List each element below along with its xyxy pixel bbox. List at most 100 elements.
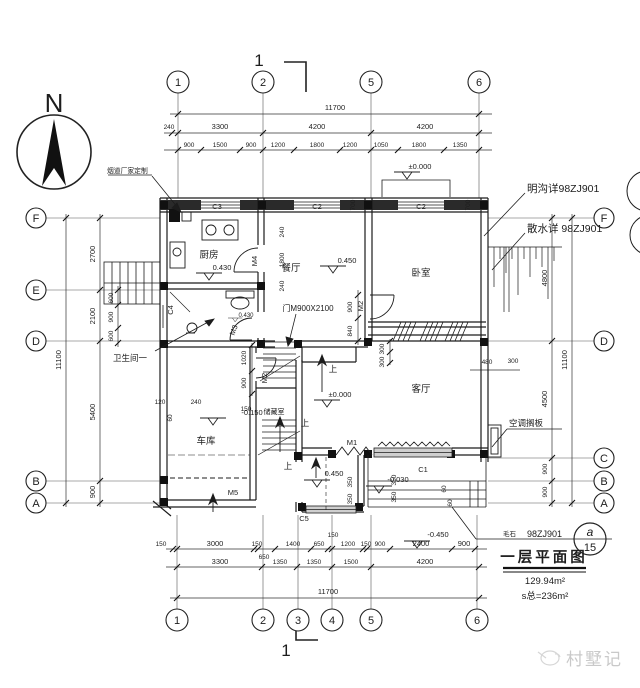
detail-sheet: 15: [584, 542, 596, 554]
dim-top-axis-3: 4200: [417, 122, 434, 131]
dim-left-axis-3: 900: [88, 486, 97, 499]
dim-store-a: 1020: [241, 350, 248, 365]
dim-jamb-b: 240: [279, 280, 286, 291]
door-m2b-label: M2: [260, 373, 269, 383]
dim-top-d0: 900: [184, 142, 195, 149]
dim-bot-d3: 650: [259, 554, 270, 561]
dim-bot-d0: 150: [156, 541, 167, 548]
axis-bubbles: [25, 70, 615, 632]
ac-shelf: [487, 424, 502, 458]
level-garage: -0.150: [241, 408, 262, 417]
dim-top-overall: 11700: [325, 103, 345, 112]
axis-right-c: C: [600, 453, 608, 465]
door-m1-label: M1: [347, 438, 357, 447]
dim-gar-c: 60: [167, 414, 174, 422]
dim-bed-door-a: 900: [347, 301, 354, 312]
room-bath: 卫生间一: [113, 353, 148, 363]
dim-top-axis-0: 240: [164, 124, 175, 131]
axis-right-b: B: [600, 476, 607, 488]
level-porch: 0.450: [325, 469, 344, 478]
dim-bot-axis-4: 4200: [417, 557, 434, 566]
dim-bot-axis-2: 1350: [307, 559, 322, 566]
room-storage: 储藏室: [264, 407, 285, 416]
axis-top-2: 2: [260, 77, 266, 89]
note-apron: 散水详 98ZJ901: [527, 222, 602, 235]
west-steps: [103, 261, 161, 305]
dim-top-d3: 1200: [271, 142, 286, 149]
dim-liv-b: 300: [508, 358, 519, 365]
dim-gar-a: 120: [155, 399, 166, 406]
dim-left-axis-0: 2700: [88, 246, 97, 263]
dim-bot-d9: 900: [375, 541, 386, 548]
dim-left-axis-2: 5400: [88, 404, 97, 421]
note-gutter: 明沟详98ZJ901: [527, 182, 600, 195]
note-stone: 毛石: [503, 529, 517, 538]
dim-top-d8: 1350: [453, 142, 468, 149]
up-label-3: 上: [284, 461, 293, 471]
dim-step-a: 350: [347, 476, 354, 487]
dim-bot-overall: 11700: [318, 587, 338, 596]
axis-right-d: D: [600, 336, 608, 348]
level-terrace: -0.030: [387, 475, 408, 484]
dim-bot-axis-3: 1500: [344, 559, 359, 566]
detail-bubble: [573, 522, 607, 556]
dim-top-axis-2: 4200: [309, 122, 326, 131]
door-arrows: [207, 492, 219, 512]
axis-left-d: D: [32, 336, 40, 348]
dim-bot-d10: 2400: [413, 539, 430, 548]
wall-hatch: [392, 321, 469, 342]
axis-left-e: E: [32, 285, 39, 297]
door-m5-label: M5: [228, 488, 238, 497]
dim-bed-door-b: 840: [347, 325, 354, 336]
room-garage: 车库: [196, 435, 216, 447]
floor-area: 129.94m²: [525, 576, 565, 587]
bath-fixtures: [169, 290, 255, 334]
room-kitchen: 厨房: [199, 249, 218, 261]
total-area: s总=236m²: [522, 590, 569, 602]
column-squares: [160, 201, 488, 511]
dim-top-d1: 1500: [213, 142, 228, 149]
leader-lines: [108, 171, 640, 540]
detail-letter: a: [587, 525, 594, 539]
dim-left-overall: 11100: [54, 350, 63, 370]
axis-top-1: 1: [175, 77, 181, 89]
door-m2a-label: M2: [356, 301, 365, 311]
window-c2a-label: C2: [312, 202, 322, 211]
dim-door-w: 1800: [279, 252, 286, 267]
level-dining: 0.450: [338, 256, 357, 265]
window-c5-label: C5: [299, 514, 309, 523]
dimension-ticks: [62, 110, 576, 602]
axis-bot-2: 2: [260, 615, 266, 627]
window-c1-label: C1: [418, 465, 428, 474]
dim-gar-b: 240: [191, 399, 202, 406]
dim-liv-a: 480: [482, 359, 493, 366]
axis-left-a: A: [32, 498, 40, 510]
window-c2b-label: C2: [416, 202, 426, 211]
note-stone-ref: 98ZJ901: [527, 529, 562, 539]
dim-top-d7: 1800: [412, 142, 427, 149]
window-c3-label: C3: [212, 202, 222, 211]
stairs: [257, 341, 301, 456]
axis-bot-5: 5: [368, 615, 374, 627]
up-label-1: 上: [329, 364, 338, 374]
north-label: N: [45, 88, 64, 118]
interior-walls: [160, 198, 488, 513]
level-kitchen: 0.430: [213, 263, 232, 272]
room-bedroom: 卧室: [411, 267, 430, 279]
kitchen-sink: [169, 219, 239, 269]
dim-bot-d8: 150: [361, 541, 372, 548]
axis-right-a: A: [600, 498, 608, 510]
dim-left-d1: 900: [108, 311, 115, 322]
dim-bot-axis-0: 3300: [212, 557, 229, 566]
watermark-brand: 村墅记: [566, 650, 623, 669]
section-number-bottom: 1: [281, 641, 290, 660]
north-arrow: [16, 114, 92, 190]
title-underline: [503, 566, 586, 573]
dim-top-d5: 1200: [343, 142, 358, 149]
dim-bot-d5: 650: [314, 541, 325, 548]
dim-right-axis-0: 4800: [540, 270, 549, 287]
axis-left-f: F: [33, 213, 40, 225]
axis-left-b: B: [32, 476, 39, 488]
dim-bot-d1: 3000: [207, 539, 224, 548]
terrace-steps: [367, 455, 487, 508]
